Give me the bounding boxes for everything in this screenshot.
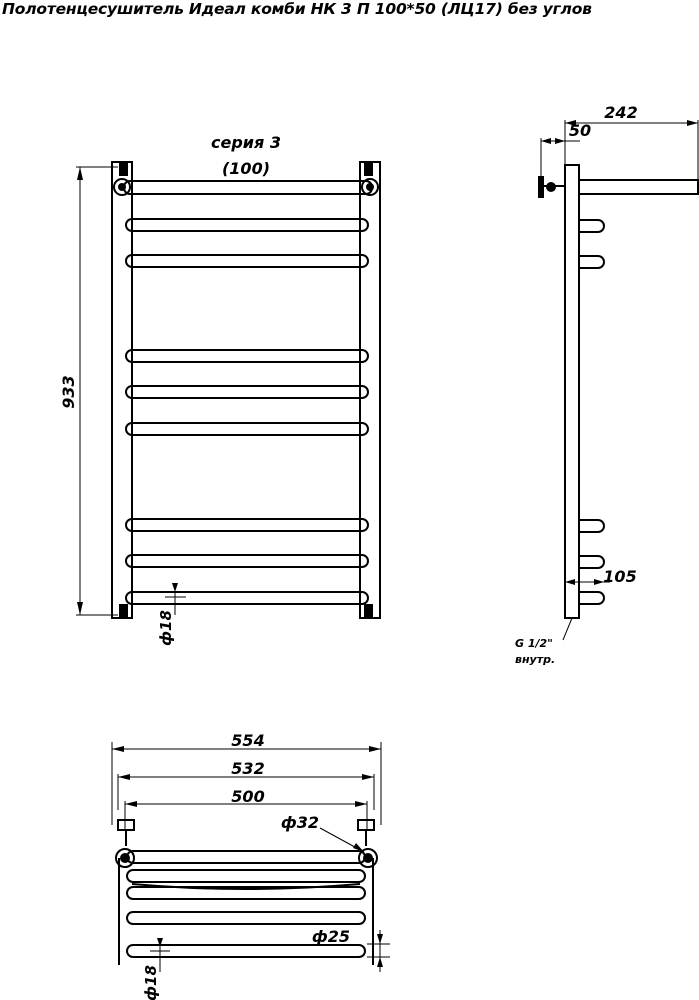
rung [125,385,369,399]
rung [125,422,369,436]
shelf-bar [126,869,366,883]
thread-leader [562,617,573,641]
shelf-bar [126,886,366,900]
d25-label: ф25 [312,927,350,946]
left-bracket [117,819,135,831]
thread-type-label: внутр. [515,653,555,666]
top-rail [123,180,373,195]
left-post-bottom-cap [119,604,128,618]
shelf-top-bar [126,850,366,864]
right-mount-dot [366,183,374,191]
series-label: серия 3 [211,133,281,152]
offset-label: 50 [569,121,591,140]
side-top-arm [578,179,699,195]
right-post-top-cap [364,162,373,176]
front-pipe-dimension [165,583,186,615]
rung [125,218,369,232]
width-532-dimension [117,774,375,810]
rung [125,349,369,363]
depth-dimension [564,120,699,180]
depth-label: 242 [604,103,637,122]
width-mid-label: 532 [231,759,264,778]
right-post-bottom-cap [364,604,373,618]
height-dimension [76,166,118,616]
side-mount-screw [546,182,556,192]
bottom-dimension [565,579,610,585]
bottom-label: 105 [603,567,636,586]
top-pipe-dimension [150,938,170,972]
rung [125,554,369,568]
height-label: 933 [59,375,78,408]
thread-label: G 1/2" [515,637,553,650]
page-title: Полотенцесушитель Идеал комби НК 3 П 100… [2,0,592,18]
left-pipe-circle [115,848,135,868]
left-post-top-cap [119,162,128,176]
side-rung-stub [579,555,605,569]
shelf-bar [126,911,366,925]
right-pipe-circle [358,848,378,868]
d25-dimension [367,930,390,972]
right-bracket [357,819,375,831]
front-pipe-label: ф18 [157,610,175,646]
side-post [564,164,580,619]
width-554-dimension [111,742,382,825]
side-rung-stub [579,219,605,233]
left-mount-dot [118,183,126,191]
side-rung-stub [579,519,605,533]
side-rung-stub [579,591,605,605]
front-view: 933 серия 3 (100) ф18 [59,133,381,646]
shelf-bar [126,944,366,958]
right-mount-circle [361,178,379,196]
side-view: 242 50 105 G 1/2" внутр. [515,103,699,666]
rung [125,518,369,532]
width-500-dimension [124,801,368,830]
width-outer-label: 554 [231,731,264,750]
width-inner-label: 500 [231,787,264,806]
left-mount-circle [113,178,131,196]
top-view: 554 532 500 [111,731,390,1000]
rung [125,591,369,605]
side-mount-plate [538,176,544,198]
offset-dimension [540,138,580,178]
side-rung-stub [579,255,605,269]
d32-label: ф32 [281,813,319,832]
top-pipe-label: ф18 [142,965,160,1000]
series-size-label: (100) [222,159,270,178]
rungs [125,218,369,605]
rung [125,254,369,268]
